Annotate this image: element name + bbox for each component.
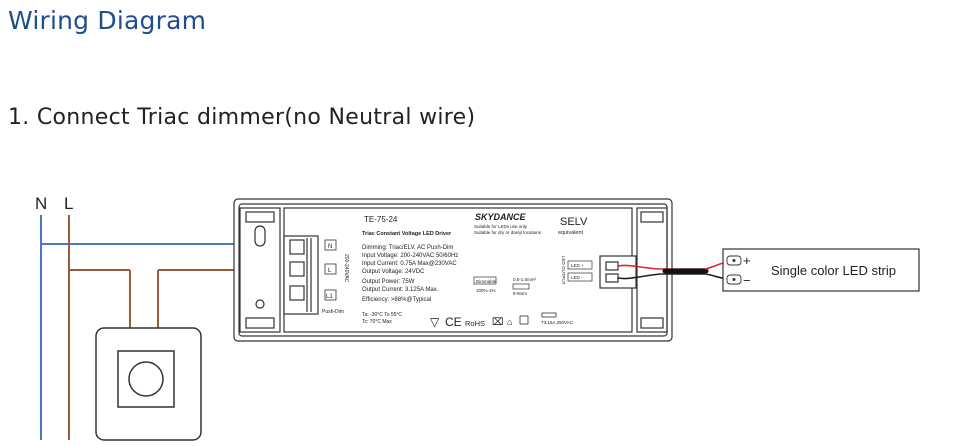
out-side-label: LED OUTPUT — [561, 256, 566, 285]
spec-line: Output Current: 3.125A Max. — [362, 287, 439, 293]
strip-length: 8-9mm — [513, 291, 527, 296]
strip-minus: − — [743, 273, 751, 288]
driver-specs: Dimming: Triac/ELV, AC Push-Dim Input Vo… — [362, 245, 458, 303]
push-dim-label: Push-Dim — [322, 309, 344, 315]
strip-label: Single color LED strip — [771, 263, 896, 278]
dimmable-label: Dimmable — [476, 279, 497, 284]
spec-line: Output Power: 75W — [362, 279, 415, 285]
house-icon: ⌂ — [507, 317, 512, 327]
spec-line: Output Voltage: 24VDC — [362, 269, 425, 275]
terminal-n-label: N — [328, 244, 332, 250]
driver-suitable-1: Suitable for LEDs use only — [474, 224, 528, 229]
cert-ce: CE — [445, 315, 462, 329]
driver-subtitle: Triac Constant Voltage LED Driver — [362, 231, 452, 237]
led-strip: + − Single color LED strip — [722, 248, 920, 292]
spec-line: Dimming: Triac/ELV, AC Push-Dim — [362, 245, 453, 251]
spec-line: Efficiency: >88%@Typical — [362, 297, 431, 303]
output-cable — [617, 260, 734, 281]
triac-dimmer — [95, 327, 202, 441]
class-ii-icon — [519, 315, 529, 325]
certifications: ▽ CE RoHS ⌧ ⌂ T3.15A 250VAC — [430, 312, 574, 329]
page-title: Wiring Diagram — [8, 6, 207, 35]
driver-brand: SKYDANCE — [475, 212, 527, 222]
ce-mark-icon: ▽ — [430, 315, 440, 329]
driver-selv: SELV — [560, 216, 588, 228]
terminal-l1-label: L1 — [326, 294, 333, 300]
terminal-labels: N L L1 Push-Dim 200-240VAC — [322, 239, 349, 315]
fuse-icon — [541, 312, 557, 318]
weee-bin-icon: ⌧ — [492, 317, 504, 328]
dimmer-knob-icon — [128, 361, 164, 397]
spec-line: Input Current: 0.75A Max@230VAC — [362, 261, 457, 267]
strip-plus: + — [743, 253, 751, 268]
dim-range: 100%-1% — [476, 288, 496, 293]
input-side-label: 200-240VAC — [343, 254, 349, 283]
out-plus-label: LED + — [571, 263, 584, 268]
section-title: 1. Connect Triac dimmer(no Neutral wire) — [8, 105, 476, 130]
driver-model: TE-75-24 — [364, 215, 398, 224]
driver-temp-2: Tc: 70°C Max — [362, 319, 392, 325]
driver-suitable-2: Suitable for dry or damp locations — [474, 230, 542, 235]
neutral-label: N — [35, 194, 47, 213]
wire-spec: 0.5-1.5mm² — [513, 277, 537, 282]
input-terminal-block — [283, 235, 319, 315]
spec-line: Input Voltage: 200-240VAC 50/60Hz — [362, 253, 458, 259]
driver-selv-sub: equivalent — [558, 230, 584, 236]
live-label: L — [64, 194, 73, 213]
terminal-l-label: L — [328, 268, 332, 274]
driver-temp-1: Ta: -30°C To 55°C — [362, 312, 402, 318]
out-minus-label: LED - — [571, 275, 583, 280]
led-driver — [233, 198, 673, 342]
cert-rohs: RoHS — [465, 319, 485, 328]
fuse-rating: T3.15A 250VAC — [541, 320, 574, 325]
